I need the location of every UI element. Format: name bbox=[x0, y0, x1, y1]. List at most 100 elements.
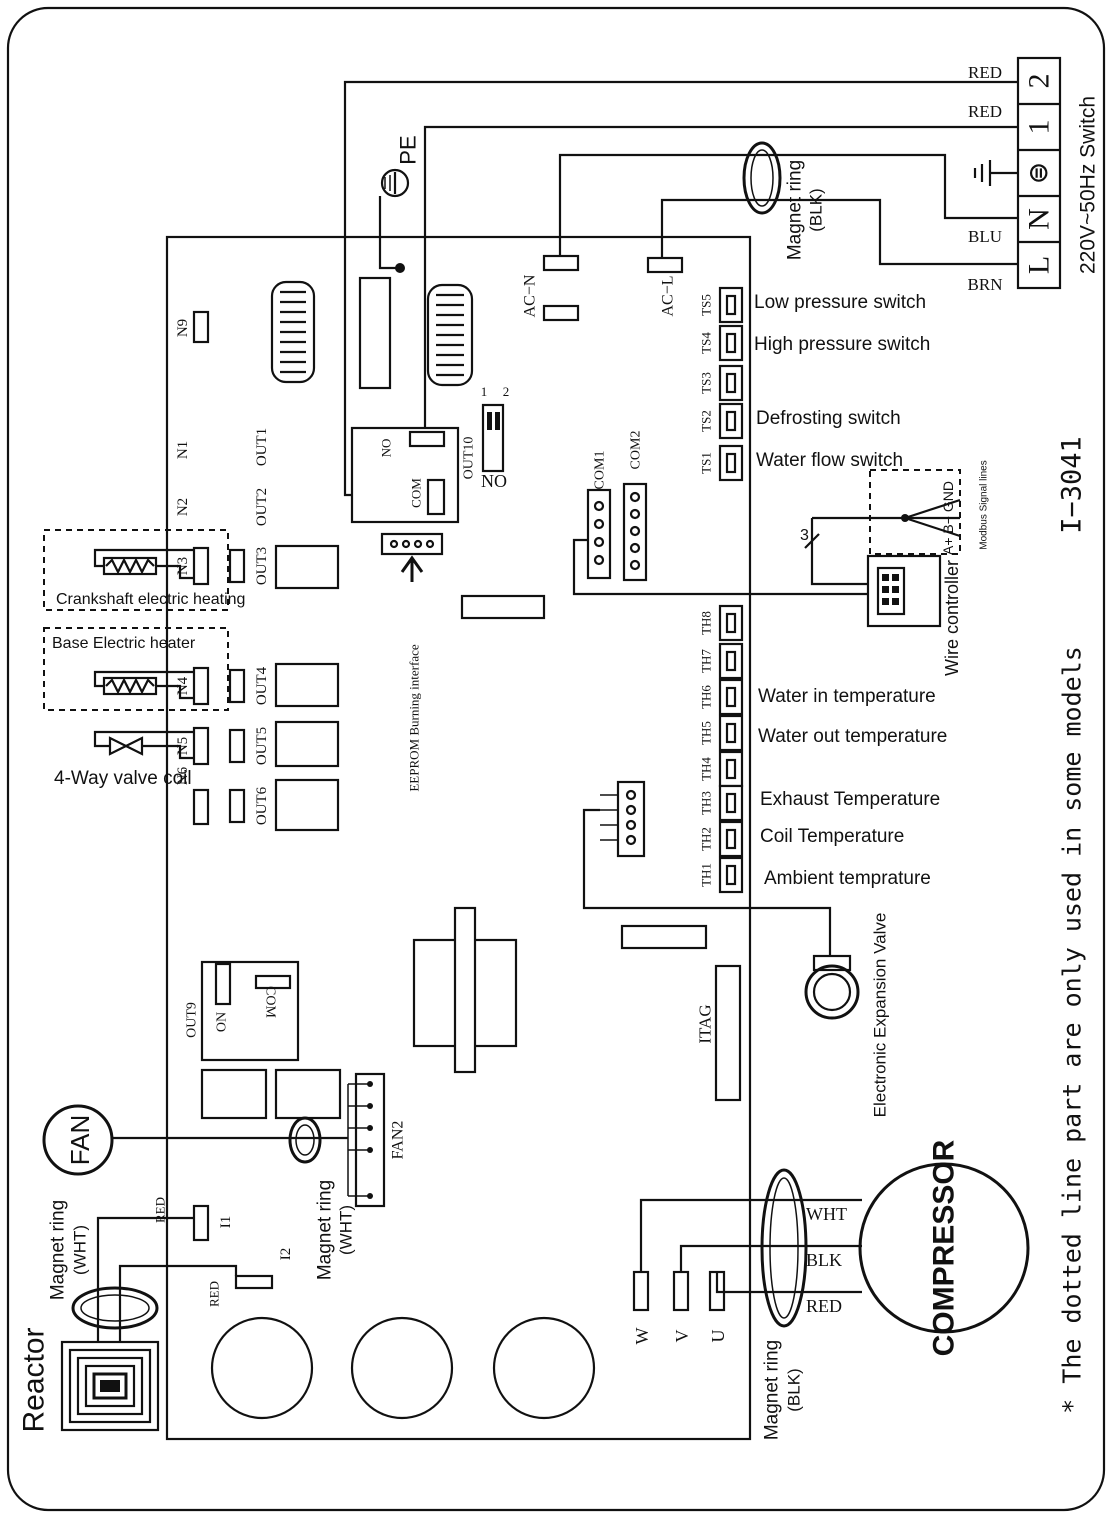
terminal-n: N bbox=[1023, 208, 1056, 230]
th7-label: TH7 bbox=[699, 649, 714, 673]
outer-frame bbox=[6, 6, 1106, 1512]
fuse-block bbox=[358, 276, 392, 390]
wire-blu-label: BLU bbox=[968, 227, 1002, 246]
i2-terminal bbox=[234, 1274, 274, 1290]
th1-label: TH1 bbox=[699, 863, 714, 887]
eev-label: Electronic Expansion Valve bbox=[871, 913, 890, 1118]
sensor-inputs bbox=[718, 604, 744, 894]
crankshaft-heater-icon bbox=[93, 548, 194, 580]
out6-relay bbox=[274, 778, 340, 832]
low-pressure-label: Low pressure switch bbox=[754, 292, 926, 313]
out6-terminal bbox=[228, 788, 246, 824]
com2-port bbox=[622, 482, 648, 582]
capacitor-2 bbox=[350, 1316, 454, 1420]
modbus-label: Modbus Signal lines bbox=[979, 460, 990, 550]
n6-label: N6 bbox=[175, 766, 191, 785]
power-terminal-block: 2 1 ⊜ N L bbox=[1016, 56, 1062, 290]
chip-1 bbox=[460, 594, 546, 620]
com2-label: COM2 bbox=[629, 431, 644, 470]
th4-label: TH4 bbox=[699, 757, 714, 781]
out6-label: OUT6 bbox=[254, 786, 270, 825]
n4-terminal bbox=[192, 666, 210, 706]
red-label: RED bbox=[806, 1296, 842, 1316]
terminal-l: L bbox=[1023, 256, 1056, 274]
n1-label: N1 bbox=[175, 441, 191, 459]
wire-controller-label: Wire controller bbox=[942, 560, 962, 676]
no-label: NO bbox=[481, 471, 507, 491]
n6-terminal bbox=[192, 788, 210, 826]
pe-wire bbox=[378, 196, 400, 270]
w-terminal bbox=[632, 1270, 650, 1312]
out4-label: OUT4 bbox=[254, 666, 270, 705]
relay-block-2 bbox=[274, 1068, 342, 1120]
out5-relay bbox=[274, 720, 340, 768]
out3-relay bbox=[274, 544, 340, 590]
base-heater-label: Base Electric heater bbox=[52, 635, 196, 652]
fan2-label: FAN2 bbox=[390, 1121, 407, 1160]
out9-on-label: ON bbox=[215, 1012, 230, 1032]
w-label: W bbox=[632, 1328, 652, 1345]
out10-no-pin bbox=[408, 430, 446, 448]
blk-label: BLK bbox=[806, 1250, 842, 1270]
ac-l-connector bbox=[646, 256, 684, 274]
exhaust-label: Exhaust Temperature bbox=[760, 789, 940, 810]
controller-wire-count: 3 bbox=[800, 527, 809, 544]
red-wire-label-1: RED bbox=[153, 1197, 168, 1223]
modbus-lines bbox=[812, 498, 961, 538]
pcb-outline bbox=[165, 235, 752, 1441]
water-in-label: Water in temperature bbox=[758, 686, 936, 707]
dip-label-1: 1 bbox=[481, 384, 488, 399]
red-wire-label-2: RED bbox=[207, 1281, 222, 1307]
ts5-label: TS5 bbox=[699, 294, 714, 316]
pe-ground-symbol bbox=[380, 168, 410, 198]
water-out-label: Water out temperature bbox=[758, 726, 947, 747]
blk-wire bbox=[679, 1244, 862, 1272]
inductor-left bbox=[270, 280, 316, 384]
ac-n-label: AC−N bbox=[522, 274, 539, 317]
pe-screw bbox=[395, 263, 405, 273]
four-way-valve-icon bbox=[93, 730, 194, 760]
magnet-ring-power-sub: (BLK) bbox=[807, 188, 826, 231]
ac-n-connector bbox=[542, 254, 580, 272]
n9-terminal bbox=[192, 310, 210, 344]
crankshaft-label: Crankshaft electric heating bbox=[56, 591, 245, 608]
chip-2 bbox=[620, 924, 708, 950]
compressor-ring-sub: (BLK) bbox=[785, 1368, 804, 1411]
model-code: I−3041 bbox=[1057, 436, 1088, 534]
base-heater-icon bbox=[93, 670, 194, 700]
out10-label: OUT10 bbox=[462, 437, 477, 480]
fan-label: FAN bbox=[65, 1115, 95, 1166]
wire-brn bbox=[660, 198, 1018, 266]
relay-com-label: COM bbox=[409, 478, 424, 508]
i1-label: I1 bbox=[218, 1216, 234, 1229]
ambient-label: Ambient temprature bbox=[764, 868, 931, 889]
expansion-valve-icon bbox=[804, 964, 860, 1020]
inductor-right bbox=[426, 283, 474, 387]
th3-label: TH3 bbox=[699, 791, 714, 815]
controller-wire bbox=[810, 518, 870, 586]
ts4-label: TS4 bbox=[699, 332, 714, 354]
fan-icon bbox=[42, 1104, 114, 1176]
capacitor-1 bbox=[210, 1316, 314, 1420]
eeprom-port bbox=[380, 532, 444, 556]
reactor-ring-label: Magnet ring bbox=[48, 1200, 69, 1300]
relay-no-label: NO bbox=[379, 439, 394, 458]
v-label: V bbox=[672, 1330, 692, 1343]
ts1-label: TS1 bbox=[699, 452, 714, 474]
compressor-label: COMPRESSOR bbox=[928, 1139, 961, 1356]
u-label: U bbox=[708, 1330, 728, 1343]
wht-wire bbox=[639, 1198, 862, 1272]
switch-inputs bbox=[718, 286, 744, 482]
ts2-label: TS2 bbox=[699, 410, 714, 432]
itag-module bbox=[714, 964, 742, 1102]
red-wire bbox=[715, 1272, 862, 1294]
eev-wires bbox=[582, 794, 832, 960]
wire-red-2-label: RED bbox=[968, 102, 1002, 121]
coil-label: Coil Temperature bbox=[760, 826, 904, 847]
modbus-dotted-box bbox=[869, 469, 961, 555]
defrosting-label: Defrosting switch bbox=[756, 408, 901, 429]
power-switch-label: 220V~50Hz Switch bbox=[1077, 96, 1100, 274]
wht-label: WHT bbox=[806, 1204, 847, 1224]
out9-com-pin bbox=[254, 974, 292, 990]
out9-label: OUT9 bbox=[185, 1002, 200, 1038]
